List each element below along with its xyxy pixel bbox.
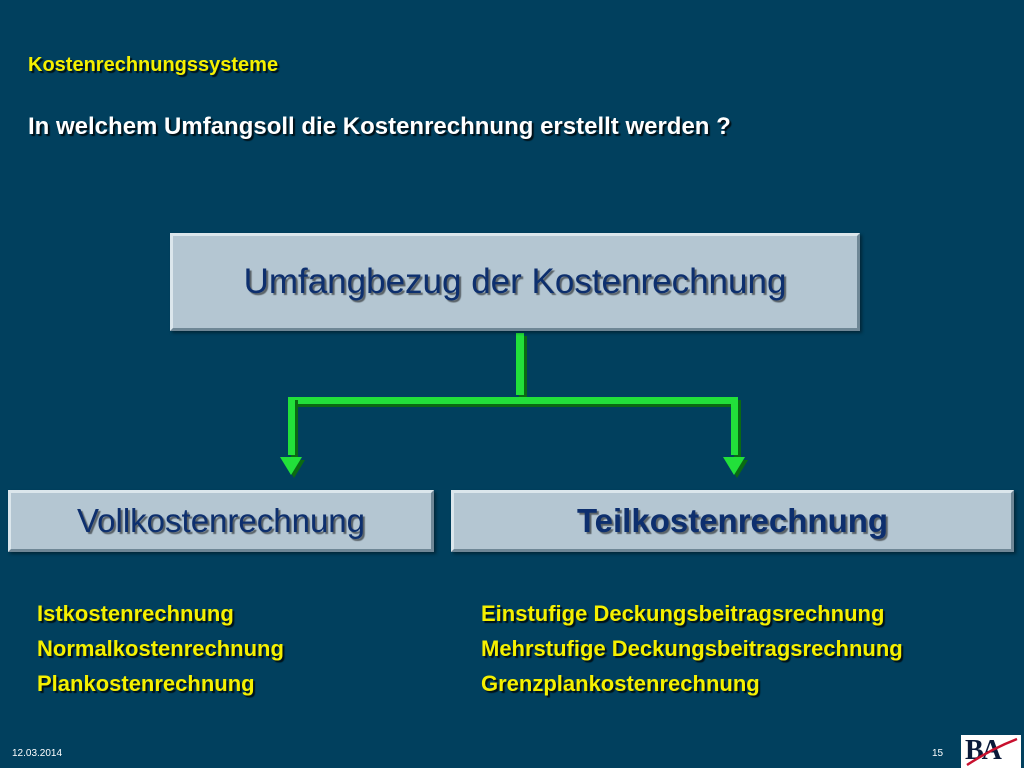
list-item: Mehrstufige Deckungsbeitragsrechnung xyxy=(481,636,903,661)
teilkosten-box: Teilkostenrechnung xyxy=(451,490,1014,552)
arrow-to-vollkosten xyxy=(280,397,305,478)
vollkosten-list: Istkostenrechnung Normalkostenrechnung P… xyxy=(37,596,284,701)
arrow-to-teilkosten xyxy=(723,397,748,478)
logo-swoosh-icon xyxy=(966,737,1018,767)
list-item: Plankostenrechnung xyxy=(37,671,255,696)
connector-stem xyxy=(516,333,527,398)
ba-logo: BA xyxy=(961,735,1021,768)
list-item: Grenzplankostenrechnung xyxy=(481,671,760,696)
root-box: Umfangbezug der Kostenrechnung xyxy=(170,233,860,331)
list-item: Einstufige Deckungsbeitragsrechnung xyxy=(481,601,885,626)
slide-question: In welchem Umfangsoll die Kostenrechnung… xyxy=(28,113,731,140)
teilkosten-label: Teilkostenrechnung xyxy=(576,502,889,539)
vollkosten-label: Vollkostenrechnung xyxy=(76,502,366,539)
footer-date: 12.03.2014 xyxy=(12,748,63,759)
list-item: Istkostenrechnung xyxy=(37,601,234,626)
list-item: Normalkostenrechnung xyxy=(37,636,284,661)
connector-horizontal xyxy=(288,397,737,407)
root-label: Umfangbezug der Kostenrechnung xyxy=(243,262,787,301)
slide-subtitle: Kostenrechnungssysteme xyxy=(28,54,279,76)
vollkosten-box: Vollkostenrechnung xyxy=(8,490,434,552)
footer-page-number: 15 xyxy=(932,748,944,759)
teilkosten-list: Einstufige Deckungsbeitragsrechnung Mehr… xyxy=(481,596,903,701)
